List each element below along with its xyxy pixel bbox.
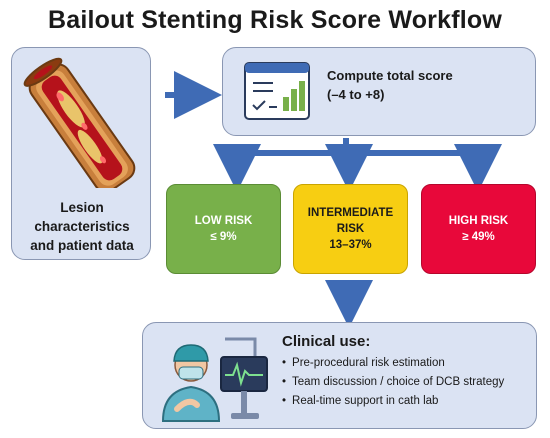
- diagram-title: Bailout Stenting Risk Score Workflow: [47, 6, 502, 34]
- high-risk-value: ≥ 49%: [462, 231, 495, 243]
- intermediate-risk-label-1: INTERMEDIATE: [307, 207, 394, 219]
- low-risk-box: LOW RISK ≤ 9%: [166, 184, 281, 274]
- compute-label-line2: (–4 to +8): [327, 87, 385, 102]
- high-risk-label: HIGH RISK: [448, 215, 509, 227]
- intermediate-risk-value: 13–37%: [329, 239, 372, 251]
- list-item: Team discussion / choice of DCB strategy: [282, 373, 504, 392]
- clinical-use-list: Pre-procedural risk estimation Team disc…: [282, 354, 504, 411]
- list-item: Pre-procedural risk estimation: [282, 354, 504, 373]
- artery-icon: [23, 57, 136, 188]
- compute-panel: Compute total score (–4 to +8): [222, 47, 536, 136]
- lesion-panel: Lesion characteristics and patient data: [11, 47, 151, 260]
- low-risk-value: ≤ 9%: [210, 231, 237, 243]
- compute-label-line1: Compute total score: [327, 68, 453, 83]
- lesion-label: Lesion characteristics and patient data: [12, 198, 152, 255]
- list-item: Real-time support in cath lab: [282, 392, 504, 411]
- clinical-use-panel: Clinical use: Pre-procedural risk estima…: [142, 322, 537, 429]
- high-risk-box: HIGH RISK ≥ 49%: [421, 184, 536, 274]
- compute-label: Compute total score (–4 to +8): [327, 66, 453, 104]
- lesion-label-line2: characteristics: [34, 219, 130, 234]
- clinical-use-title: Clinical use:: [282, 333, 371, 350]
- clinician-with-monitor-icon: [161, 337, 268, 422]
- lesion-label-line3: and patient data: [30, 238, 134, 253]
- intermediate-risk-box: INTERMEDIATE RISK 13–37%: [293, 184, 408, 274]
- lesion-label-line1: Lesion: [60, 200, 104, 215]
- report-chart-icon: [244, 62, 310, 120]
- intermediate-risk-label-2: RISK: [336, 223, 365, 235]
- low-risk-label: LOW RISK: [194, 215, 253, 227]
